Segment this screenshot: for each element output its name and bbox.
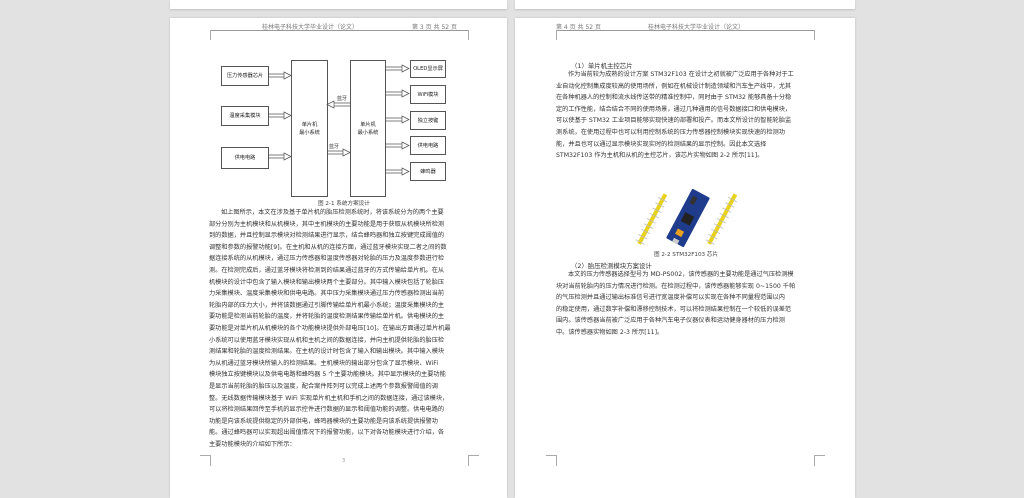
page-header-page-count: 第 3 页 共 52 页 <box>412 24 457 31</box>
text-line: 的气压检测并且通过输出标准信号进行宽温度补偿可以实现在各种不同量程范围以内 <box>556 294 785 302</box>
text-line: 作为当前较为成熟的设计方案 STM32F103 在设计之初就被广泛应用于各种对于… <box>568 71 794 78</box>
crop-mark-bottom-left <box>200 455 211 466</box>
crop-mark-top-right <box>814 30 825 40</box>
bluetooth-label-top: 蓝牙 <box>337 96 348 102</box>
header-rule <box>210 30 468 31</box>
text-line: 可以将检测结果回传至手机的显示控件进行数据的显示和阈值功能的调整。供电电路的 <box>209 406 445 414</box>
text-line: 轮胎内部的压力大小，并将该数据通过引脚传输给单片机最小系统；温度采集模块的主 <box>209 301 445 309</box>
text-line: 机模块的设计中包含了输入模块和输出模块两个主要部分。其中输入模块包括了轮胎压 <box>209 278 445 286</box>
bluetooth-label-bottom: 蓝牙 <box>329 144 340 150</box>
stm32-board-photo <box>632 188 744 248</box>
block-label: 压力传感器芯片 <box>226 73 264 79</box>
figure-caption-2-1: 图 2-1 系统方案设计 <box>318 201 370 207</box>
text-line: 本文的压力传感器选择型号为 MD-PS002，该传感器的主要功能是通过气压检测模 <box>568 271 794 278</box>
body-text-page-3: 如上图所示，本文在涉及基于单片机的胎压检测系统时，将该系统分为的两个主要 部分分… <box>209 207 467 450</box>
pressure-sensor-chip-block: 压力传感器芯片 <box>221 66 269 86</box>
text-line: 中。该传感器实物如图 2-3 所示[11]。 <box>556 328 664 336</box>
temperature-module-block: 温度采集模块 <box>221 106 269 126</box>
block-label: 单片机 <box>360 121 376 128</box>
text-line: 在各种机器人的控制和流水线传送带的精准控制中，同时由于 STM32 能够具备十分… <box>556 94 792 102</box>
text-line: 整。无线数据传输模块基于 WiFi 实现单片机主机和手机之间的数据连接，通过该模… <box>209 394 449 402</box>
previous-page-left-bottom <box>170 0 507 9</box>
crop-mark-top-right <box>468 30 479 40</box>
section-heading-mcu: （1）单片机主控芯片 <box>571 62 633 70</box>
text-line: 如上图所示，本文在涉及基于单片机的胎压检测系统时，将该系统分为的两个主要 <box>221 209 444 216</box>
block-label: 供电电路 <box>417 142 439 149</box>
text-line: 测。在检测完成后，通过蓝牙模块将检测到的结果通过蓝牙的方式传输给单片机。在从 <box>209 266 445 274</box>
crop-mark-top-left <box>546 30 557 40</box>
text-line: 能。通过蜂鸣器可以实现超出阈值情况下的报警功能，以下对各功能模块进行介绍，各 <box>209 429 445 437</box>
block-label: 蜂鸣器 <box>420 168 436 175</box>
crop-mark-bottom-left <box>546 455 557 466</box>
text-line: 到的数据，并且控制显示模块对检测结果进行显示，结合蜂鸣器和独立按键完成阈值的 <box>209 232 445 240</box>
buzzer-block: 蜂鸣器 <box>410 162 446 181</box>
text-line: 定的工作性能，结合结合不同的使用场景，通过几种通用的信号数据接口和供电模块， <box>556 105 792 113</box>
block-label: 温度采集模块 <box>229 113 261 119</box>
text-line: 据连接系统的从机模块，通过压力传感器和温度传感器对轮胎的压力及温度参数进行检 <box>209 255 445 263</box>
diagram-arrows <box>268 64 410 176</box>
text-line: 测结果和轮胎的温度检测结果。在主机的设计时包含了输入和输出模块。其中输入模块 <box>209 348 445 356</box>
block-label: 单片机 <box>301 121 318 128</box>
document-page-4 <box>515 18 855 498</box>
page-header-title: 桂林电子科技大学毕业设计（论文） <box>648 24 745 31</box>
text-line: 为从机通过蓝牙模块所输入的检测结果。主机模块的输出部分包含了显示模块、WiFi <box>209 359 439 367</box>
wifi-module-block: WiFi模块 <box>410 85 446 104</box>
body-text-section-2: 本文的压力传感器选择型号为 MD-PS002，该传感器的主要功能是通过气压检测模… <box>556 269 814 339</box>
oled-display-block: OLED显示屏 <box>410 60 446 78</box>
block-label: WiFi模块 <box>417 91 439 98</box>
text-line: 是显示当前轮胎的胎压以及温度，配合案件阵列可以完成上述两个参数报警阈值的调 <box>209 382 438 390</box>
block-label: 独立按键 <box>417 117 439 124</box>
crop-mark-bottom-right <box>468 455 479 466</box>
block-label: 最小系统 <box>357 129 379 136</box>
text-line: 可以使基于 STM32 工业项目能够实现快速的部署和投产。而本文所设计的智能轮胎… <box>556 117 792 125</box>
block-label: 供电电路 <box>234 155 256 161</box>
text-line: 测系统，在使用过程中也可以利用控制系统的压力传感器控制模块实现快速的检测功 <box>556 128 785 136</box>
text-line: 业自动化控制集成度较高的使用场所，例如在机械设计制造领域和汽车生产线中，尤其 <box>556 82 792 90</box>
header-rule <box>556 30 814 31</box>
text-line: 的稳定使用，通过数字补偿和漂移控制技术，可以将检测结果控制在一个较低的误差范 <box>556 305 792 313</box>
text-line: 要功能是对单片机从机模块的各个功能模块提供外部电压[10]。在输出方面通过单片机… <box>209 324 451 332</box>
body-text-section-1: 作为当前较为成熟的设计方案 STM32F103 在设计之初就被广泛应用于各种对于… <box>556 69 814 162</box>
text-line: 模块独立按键模块以及供电电路和蜂鸣器 5 个主要功能模块。其中显示模块的主要功能 <box>209 371 446 379</box>
text-line: 调整和参数的报警功能[9]。在主机和从机的连接方面，通过蓝牙模块实现二者之间的数 <box>209 243 447 251</box>
block-label: 最小系统 <box>299 129 320 136</box>
crop-mark-bottom-right <box>814 455 825 466</box>
text-line: STM32F103 作为主机和从机的主控芯片，该芯片实物如图 2-2 所示[11… <box>556 152 764 160</box>
text-line: 围内。该传感器当前被广泛应用于各种汽车电子仪器仪表和运动健身器材的压力检测 <box>556 317 785 325</box>
section-heading-pressure: （2）胎压检测模块方案设计 <box>571 262 652 270</box>
text-line: 功能是向该系统提供稳定的外部供电，蜂鸣器模块的主要功能是向该系统提供报警功 <box>209 417 438 425</box>
page-header-page-count: 第 4 页 共 52 页 <box>556 24 601 31</box>
mcu-slave-block: 单片机 最小系统 <box>291 60 328 197</box>
mcu-master-block: 单片机 最小系统 <box>350 60 386 197</box>
button-block: 独立按键 <box>410 111 446 130</box>
text-line: 小系统可以使用蓝牙模块实现从机和主机之间的数据连接，并向主机提供轮胎的胎压检 <box>209 336 445 344</box>
previous-page-right-bottom <box>515 0 855 9</box>
text-line: 力采集模块、温度采集模块和供电电路。其中压力采集模块通过压力传感器检测出当前 <box>209 290 445 298</box>
text-line: 能，并且也可以通过显示模块实现实时的检测结果的显示控制。因此本文选择 <box>556 140 767 148</box>
power-supply-block-left: 供电电路 <box>221 147 269 169</box>
text-line: 主要功能模块的介绍如下所示： <box>209 440 296 448</box>
page-number: 3 <box>342 458 346 464</box>
text-line: 部分分别为主机模块和从机模块，其中主机模块的主要功能是用于获取从机模块所检测 <box>209 220 445 228</box>
crop-mark-top-left <box>200 30 211 40</box>
document-page-3 <box>170 18 507 498</box>
figure-caption-2-2: 图 2-2 STM32F103 芯片 <box>654 252 719 258</box>
text-line: 块对当前轮胎内的压力情况进行检测。在检测过程中，该传感器能够实现 0~1500 … <box>556 282 796 290</box>
power-supply-block-right: 供电电路 <box>410 136 446 155</box>
text-line: 要功能是检测当前轮胎的温度，并将轮胎的温度检测结果传输给单片机。供电模块的主 <box>209 313 445 321</box>
page-header-title: 桂林电子科技大学毕业设计（论文） <box>262 24 359 31</box>
block-label: OLED显示屏 <box>413 66 443 72</box>
